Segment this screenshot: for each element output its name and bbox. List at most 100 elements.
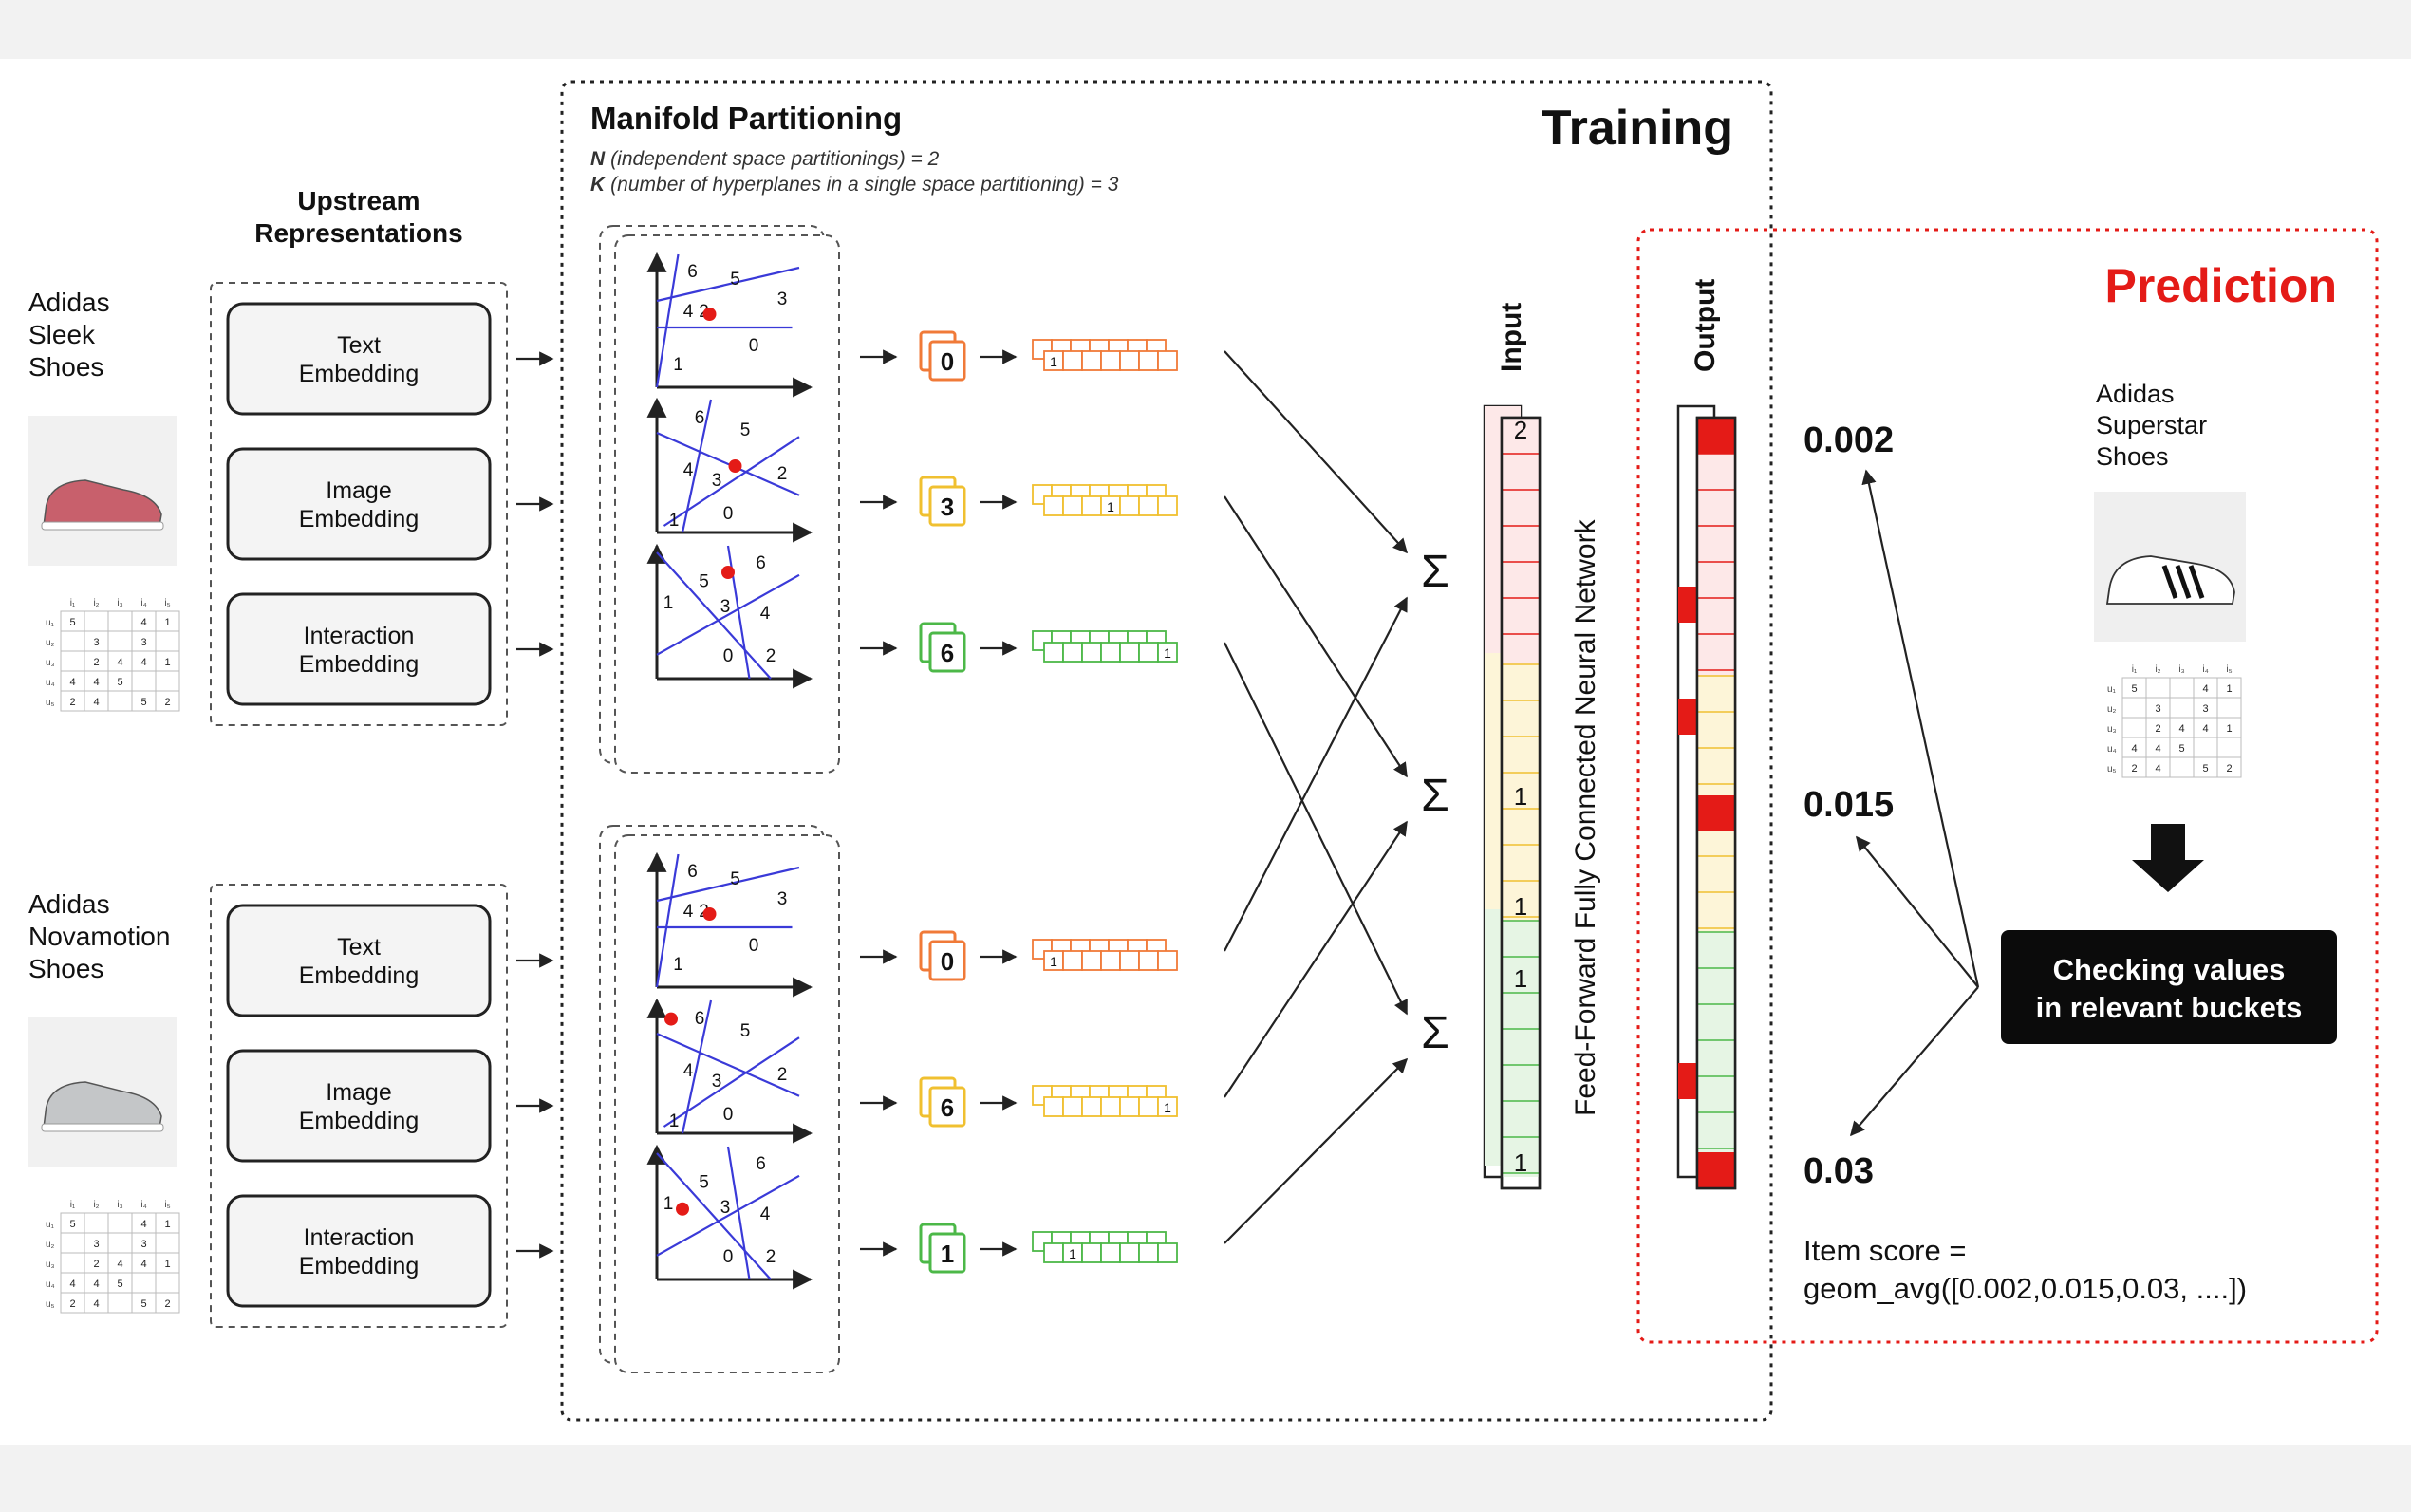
onehot-cell: [1100, 642, 1121, 663]
bucket-box: [928, 1086, 966, 1128]
region-label: 4: [760, 604, 771, 624]
input-value: 1: [1514, 964, 1527, 993]
onehot-value: 1: [1050, 954, 1057, 969]
input-vector-outline: [1500, 416, 1542, 1190]
bucket-index: 6: [941, 1093, 954, 1122]
matrix-cell-value: 4: [69, 677, 75, 688]
hyperplane: [656, 551, 772, 680]
region-label: 2: [766, 1247, 776, 1267]
onehot-cell: [1119, 1096, 1140, 1117]
hyperplane: [726, 1146, 751, 1280]
onehot-cell: [1119, 1242, 1140, 1263]
matrix-cell-value: 4: [140, 657, 146, 668]
bucket-index: 6: [941, 639, 954, 667]
region-label: 1: [669, 1111, 680, 1131]
hyperplane: [656, 866, 800, 903]
to-sum-arrow: [1224, 1057, 1409, 1244]
input-segment: [1502, 664, 1540, 921]
onehot-cell: [1157, 950, 1178, 971]
matrix-cell-value: 2: [2226, 763, 2232, 775]
manifold-note-n: N(independent space partitionings) = 2: [590, 148, 940, 170]
matrix-cell-value: 2: [69, 697, 75, 708]
onehot-cell: [1138, 950, 1159, 971]
matrix-cell-value: 4: [2202, 683, 2208, 695]
region-label: 1: [663, 593, 674, 613]
matrix-col-header: i₂: [93, 598, 99, 608]
product-name-line: Novamotion: [28, 922, 170, 951]
shoe-icon: [43, 1081, 162, 1129]
partition-stack-front: [614, 834, 840, 1373]
shoe-sole: [41, 1123, 164, 1132]
matrix-cell-value: 4: [69, 1279, 75, 1290]
onehot-cell: [1157, 1096, 1178, 1117]
partition-group-2: 654231065432105613402: [599, 825, 840, 1373]
matrix-cell-value: 1: [164, 1219, 170, 1230]
shoe-sole: [41, 521, 164, 531]
embedding-box: [226, 1049, 492, 1163]
to-sum-arrow: [1224, 642, 1408, 1016]
note-n-bold: N: [590, 148, 606, 170]
matrix-cell-value: 4: [93, 1298, 99, 1310]
prediction-product-name-line: Superstar: [2096, 411, 2207, 439]
region-label: 4: [683, 1061, 694, 1081]
matrix-col-header: i₃: [117, 598, 122, 608]
note-k-text: (number of hyperplanes in a single space…: [610, 174, 1119, 196]
matrix-cell-value: 5: [140, 1298, 146, 1310]
hyperplane: [656, 1174, 800, 1257]
onehot-cell: [1043, 642, 1064, 663]
onehot-cell: [1157, 495, 1178, 516]
embedding-label-line-1: Interaction: [304, 623, 415, 649]
output-back-active-cell: [1678, 1063, 1697, 1099]
matrix-cell-value: 3: [140, 637, 146, 648]
onehot-cell: [1081, 350, 1102, 371]
matrix-cell-value: 1: [2226, 723, 2232, 735]
matrix-cell-value: 4: [140, 617, 146, 628]
matrix-row-header: u₅: [2107, 764, 2117, 775]
matrix-row-header: u₃: [2107, 724, 2117, 735]
onehot-cell: [1081, 1096, 1102, 1117]
matrix-cell-value: 4: [93, 677, 99, 688]
matrix-col-header: i₂: [93, 1200, 99, 1210]
matrix-cell-value: 4: [117, 1259, 122, 1270]
input-segment: [1502, 921, 1540, 1177]
hyperplane: [655, 853, 680, 988]
embedding-label-line-2: Embedding: [299, 1108, 419, 1134]
sum-symbol: Σ: [1421, 771, 1449, 821]
onehot-cell: [1119, 642, 1140, 663]
onehot-cell: [1081, 950, 1102, 971]
matrix-row-header: u₅: [46, 698, 55, 708]
region-label: 0: [749, 336, 759, 356]
partition-plot: 6542310: [646, 851, 813, 998]
region-label: 4: [683, 302, 694, 322]
matrix-cell-value: 2: [2155, 723, 2160, 735]
matrix-cell-value: 5: [140, 697, 146, 708]
region-label: 4: [683, 460, 694, 480]
input-label: Input: [1496, 303, 1527, 372]
region-label: 5: [740, 420, 751, 440]
upstream-title-line-2: Representations: [254, 218, 462, 248]
matrix-row-header: u₅: [46, 1299, 55, 1310]
embedding-box: [226, 592, 492, 706]
matrix-cell-value: 3: [93, 637, 99, 648]
matrix-cell-value: 4: [93, 1279, 99, 1290]
region-label: 0: [723, 1105, 734, 1125]
score-arrow: [1856, 835, 1979, 988]
matrix-col-header: i₅: [2226, 664, 2232, 675]
onehot-cell: [1062, 1096, 1083, 1117]
manifold-title: Manifold Partitioning: [590, 101, 902, 136]
matrix-cell-value: 5: [2202, 763, 2208, 775]
hyperplane: [656, 266, 800, 303]
embedding-label-line-1: Image: [326, 1079, 391, 1106]
matrix-cell: [2216, 756, 2242, 778]
item-score-line-2: geom_avg([0.002,0.015,0.03, ....]): [1804, 1272, 2247, 1305]
